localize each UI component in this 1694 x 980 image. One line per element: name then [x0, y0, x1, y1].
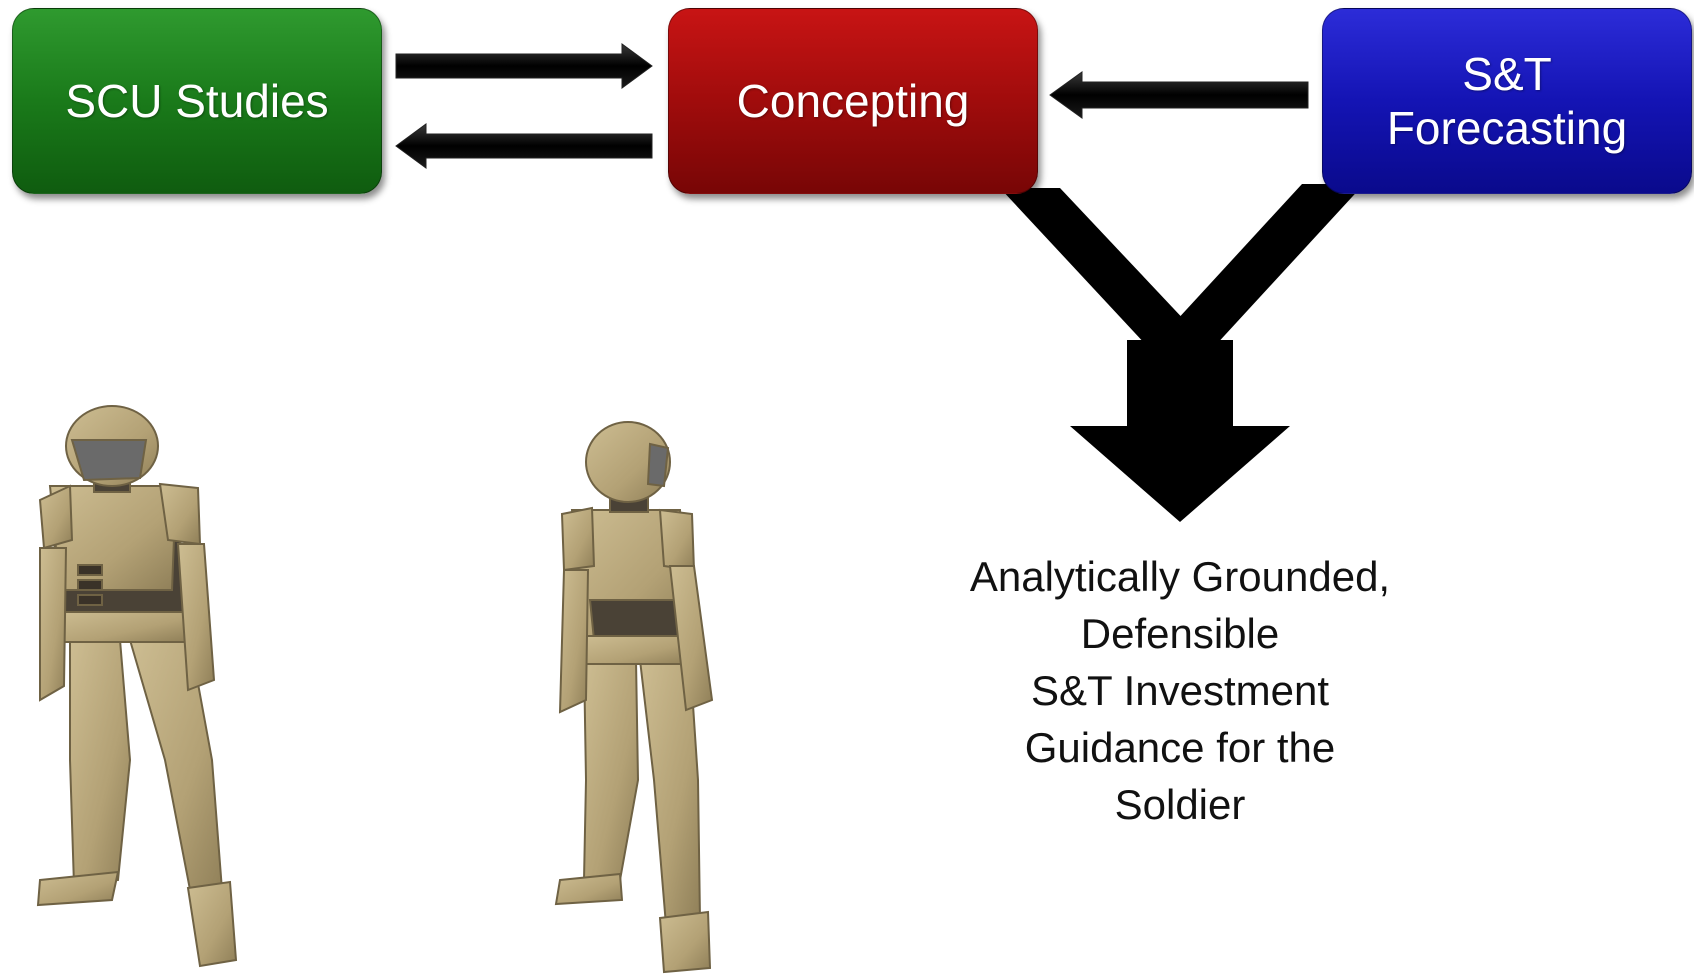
- down-arrow-to-outcome: [1070, 340, 1290, 522]
- arrow-st-to-concepting: [1049, 71, 1309, 119]
- soldier-back-icon: [554, 421, 714, 974]
- scu-studies-box: SCU Studies: [12, 8, 382, 194]
- concepting-box: Concepting: [668, 8, 1038, 194]
- soldier-front-icon: [36, 405, 238, 968]
- arm-from-concepting: [1000, 188, 1222, 360]
- outcome-text: Analytically Grounded, Defensible S&T In…: [969, 553, 1391, 828]
- st-forecasting-box: S&T Forecasting: [1322, 8, 1692, 194]
- arrow-scu-to-concepting: [395, 43, 653, 89]
- st-forecasting-label: S&T Forecasting: [1386, 47, 1628, 154]
- concepting-label: Concepting: [736, 74, 970, 127]
- arm-from-st: [1140, 184, 1364, 360]
- scu-studies-label: SCU Studies: [65, 74, 329, 127]
- arrow-concepting-to-scu: [395, 123, 653, 169]
